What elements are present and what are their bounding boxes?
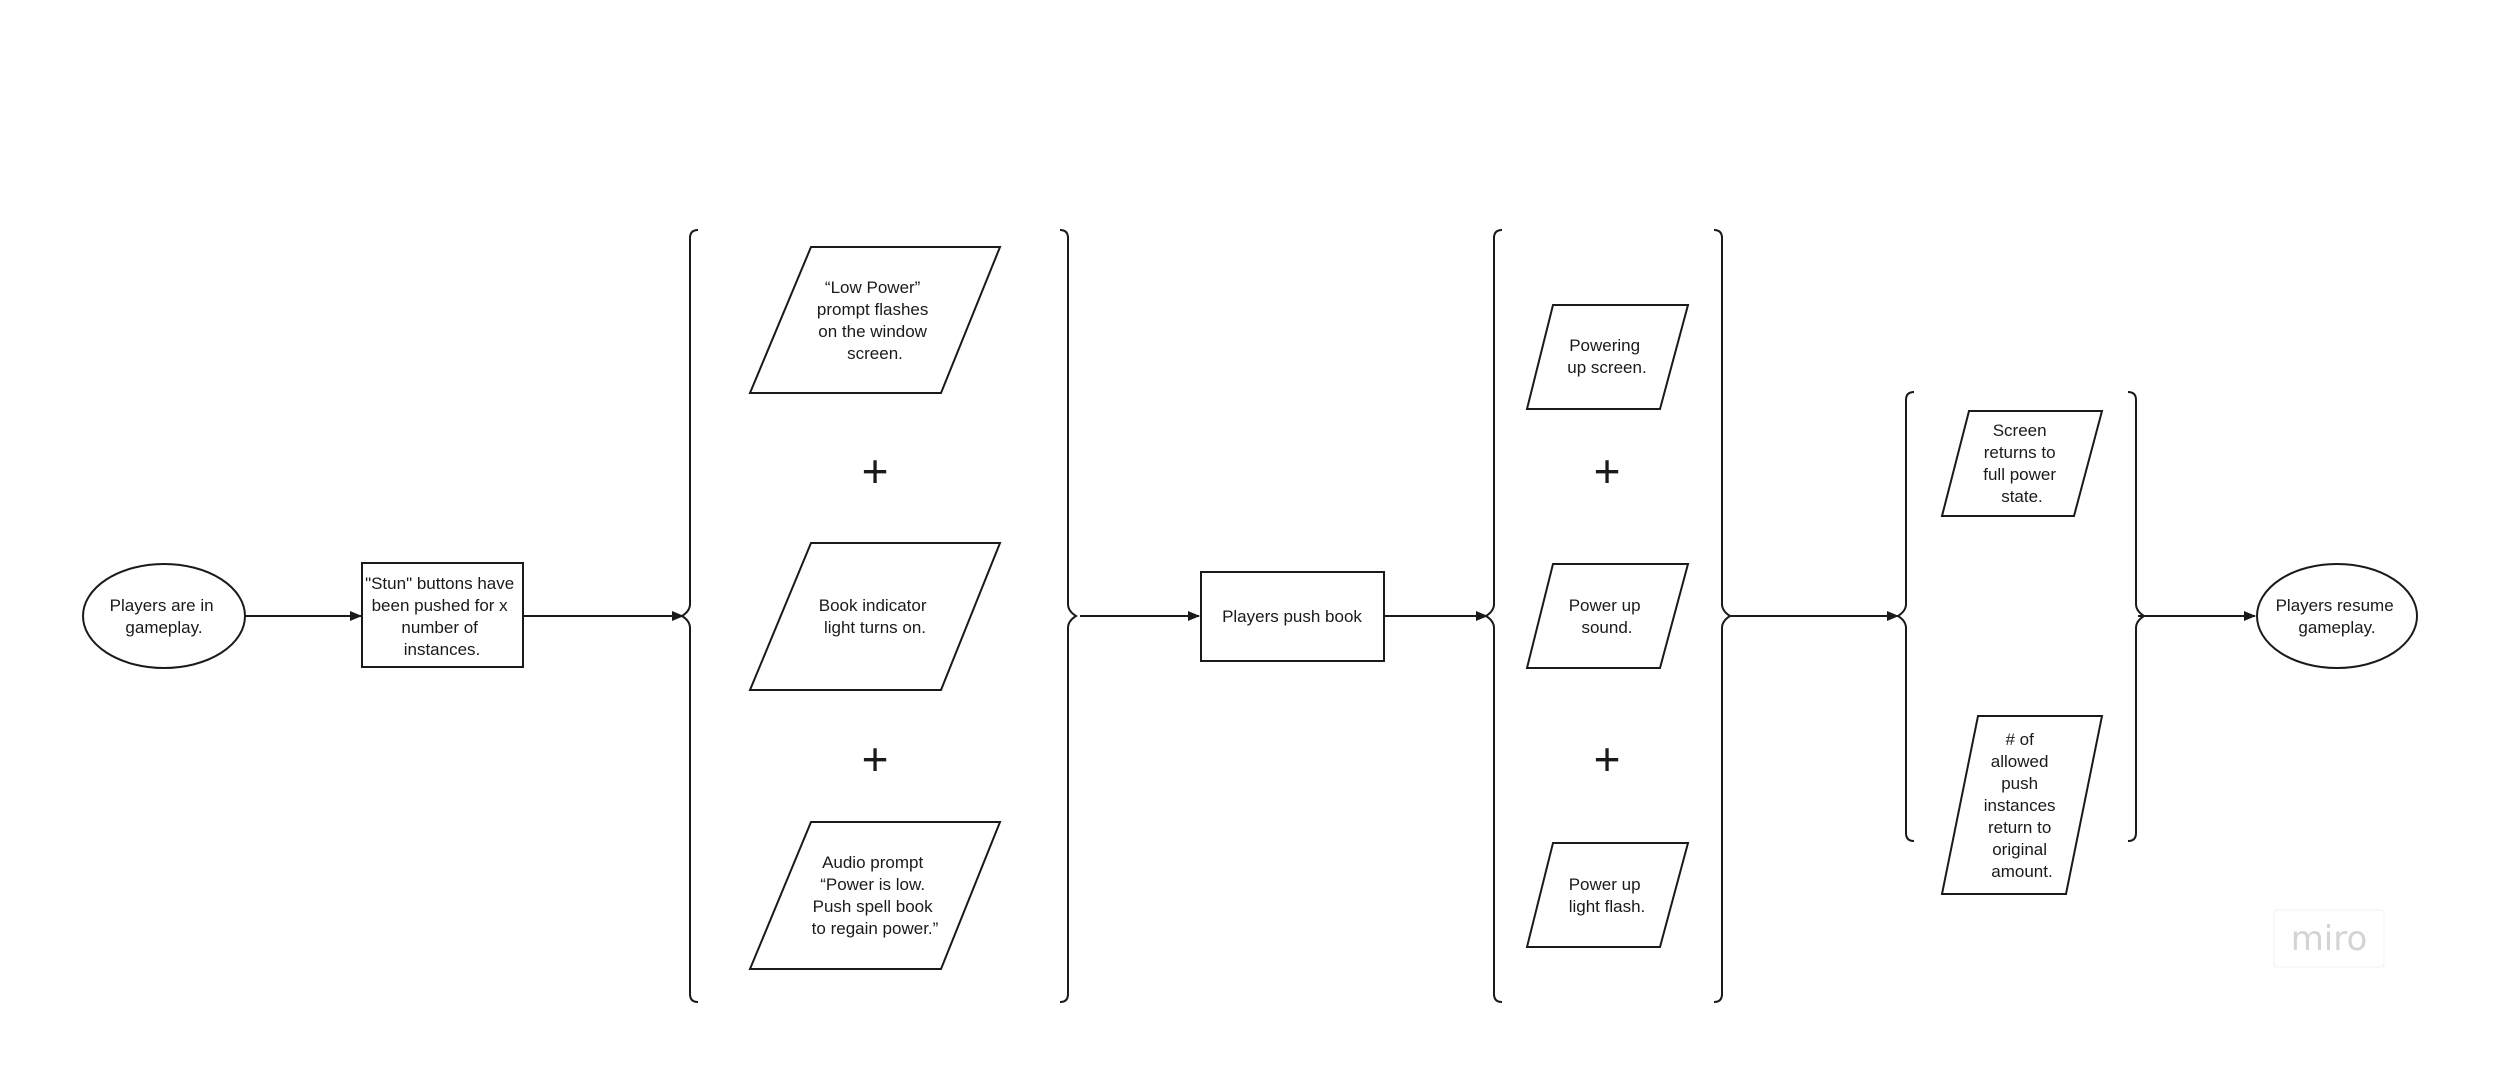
powering-screen-node[interactable]: Powering up screen.	[1525, 304, 1690, 410]
bracket-group-3	[1896, 391, 2146, 842]
left-brace	[680, 229, 699, 1003]
label-line: instances	[1984, 796, 2056, 815]
bracket-group-2	[1484, 229, 1732, 1003]
label-line: Book indicator	[819, 596, 927, 615]
book-indicator-node-label: Book indicator light turns on.	[819, 596, 931, 637]
label-line: amount.	[1991, 862, 2052, 881]
label-line: Push spell book	[813, 897, 934, 916]
audio-prompt-node[interactable]: Audio prompt “Power is low. Push spell b…	[748, 821, 1002, 970]
watermark-text: miro	[2291, 919, 2368, 959]
parallelogram-shape	[748, 246, 1002, 394]
watermark-box	[2273, 909, 2385, 968]
audio-prompt-node-label: Audio prompt “Power is low. Push spell b…	[812, 853, 939, 938]
right-brace	[1713, 229, 1732, 1003]
plus-operator: +	[1594, 445, 1621, 497]
allowed-push-node[interactable]: # of allowed push instances return to or…	[1940, 715, 2104, 895]
label-line: return to	[1988, 818, 2051, 837]
screen-returns-node[interactable]: Screen returns to full power state.	[1940, 410, 2104, 517]
screen-returns-node-label: Screen returns to full power state.	[1983, 421, 2061, 506]
label-line: returns to	[1984, 443, 2056, 462]
parallelogram-shape	[1940, 715, 2104, 895]
label-line: gameplay.	[125, 618, 202, 637]
plus-operator: +	[1594, 733, 1621, 785]
stun-process-node[interactable]: "Stun" buttons have been pushed for x nu…	[361, 562, 524, 668]
plus-operator: +	[862, 445, 889, 497]
label-line: Power up	[1569, 596, 1641, 615]
parallelogram-shape	[748, 821, 1002, 970]
label-line: Players are in	[110, 596, 214, 615]
label-line: push	[2001, 774, 2038, 793]
label-line: Players push book	[1222, 607, 1362, 626]
label-line: full power	[1983, 465, 2056, 484]
powering-screen-node-label: Powering up screen.	[1567, 336, 1646, 377]
label-line: # of	[2005, 730, 2034, 749]
label-line: gameplay.	[2298, 618, 2375, 637]
parallelogram-shape	[1525, 304, 1690, 410]
power-up-flash-node-label: Power up light flash.	[1569, 875, 1646, 916]
label-line: been pushed for x	[372, 596, 509, 615]
low-power-node-label: “Low Power” prompt flashes on the window…	[817, 278, 933, 363]
label-line: to regain power.”	[812, 919, 939, 938]
label-line: “Power is low.	[820, 875, 925, 894]
label-line: allowed	[1991, 752, 2049, 771]
parallelogram-shape	[1525, 563, 1690, 669]
bracket-group-1	[680, 229, 1078, 1003]
low-power-prompt-node[interactable]: “Low Power” prompt flashes on the window…	[748, 246, 1002, 394]
start-terminal-shape	[82, 563, 246, 669]
start-node-label: Players are in gameplay.	[110, 596, 219, 637]
book-indicator-node[interactable]: Book indicator light turns on.	[748, 542, 1002, 691]
parallelogram-shape	[748, 542, 1002, 691]
allowed-push-node-label: # of allowed push instances return to or…	[1984, 730, 2061, 881]
label-line: Audio prompt	[822, 853, 923, 872]
push-book-node-label: Players push book	[1222, 607, 1362, 626]
label-line: sound.	[1581, 618, 1632, 637]
label-line: light flash.	[1569, 897, 1646, 916]
process-box	[361, 562, 524, 668]
label-line: “Low Power”	[825, 278, 921, 297]
end-node[interactable]: Players resume gameplay.	[2256, 563, 2418, 669]
right-brace	[1059, 229, 1078, 1003]
left-brace	[1896, 391, 1915, 842]
left-brace	[1484, 229, 1503, 1003]
process-box	[1200, 571, 1385, 662]
start-node[interactable]: Players are in gameplay.	[82, 563, 246, 669]
stun-node-label: "Stun" buttons have been pushed for x nu…	[365, 574, 519, 659]
label-line: light turns on.	[824, 618, 926, 637]
label-line: state.	[2001, 487, 2043, 506]
plus-operator: +	[862, 733, 889, 785]
miro-watermark: miro	[2273, 909, 2385, 968]
label-line: screen.	[847, 344, 903, 363]
label-line: "Stun" buttons have	[365, 574, 514, 593]
right-brace	[2127, 391, 2146, 842]
end-terminal-shape	[2256, 563, 2418, 669]
label-line: prompt flashes	[817, 300, 929, 319]
label-line: number of	[401, 618, 478, 637]
push-book-node[interactable]: Players push book	[1200, 571, 1385, 662]
label-line: Players resume	[2276, 596, 2394, 615]
label-line: Screen	[1993, 421, 2047, 440]
parallelogram-shape	[1525, 842, 1690, 948]
label-line: Powering	[1569, 336, 1640, 355]
label-line: on the window	[818, 322, 927, 341]
power-up-sound-node[interactable]: Power up sound.	[1525, 563, 1690, 669]
parallelogram-shape	[1940, 410, 2104, 517]
label-line: instances.	[404, 640, 481, 659]
power-up-sound-node-label: Power up sound.	[1569, 596, 1646, 637]
power-up-flash-node[interactable]: Power up light flash.	[1525, 842, 1690, 948]
end-node-label: Players resume gameplay.	[2276, 596, 2399, 637]
label-line: Power up	[1569, 875, 1641, 894]
label-line: original	[1992, 840, 2047, 859]
label-line: up screen.	[1567, 358, 1646, 377]
